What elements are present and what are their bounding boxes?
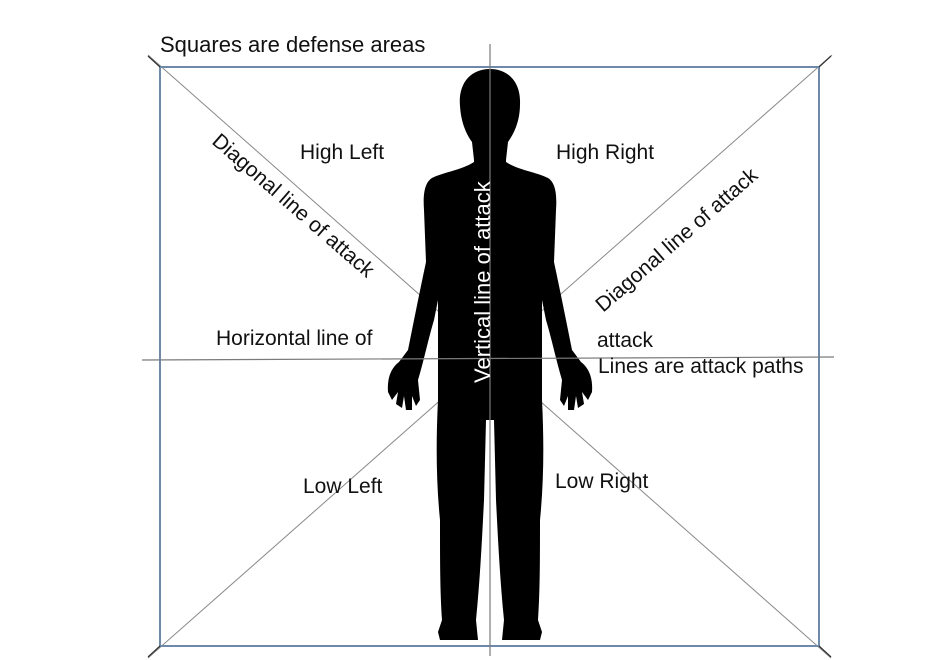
corner-tick-tr — [818, 55, 832, 68]
quadrant-low-right: Low Right — [555, 470, 649, 493]
horizontal-line-label-part1: Horizontal line of — [216, 327, 373, 350]
corner-tick-br — [818, 645, 832, 658]
quadrant-high-right: High Right — [556, 141, 655, 164]
corner-tick-tl — [147, 55, 161, 68]
quadrant-high-left: High Left — [300, 141, 385, 164]
quadrant-low-left: Low Left — [303, 475, 383, 498]
horizontal-line — [141, 356, 835, 361]
vertical-line-label: Vertical line of attack — [470, 181, 495, 383]
attack-paths-note: Lines are attack paths — [598, 355, 804, 378]
corner-tick-bl — [147, 645, 161, 658]
defense-areas-note: Squares are defense areas — [160, 32, 426, 57]
horizontal-line-label-part2: attack — [597, 329, 654, 352]
